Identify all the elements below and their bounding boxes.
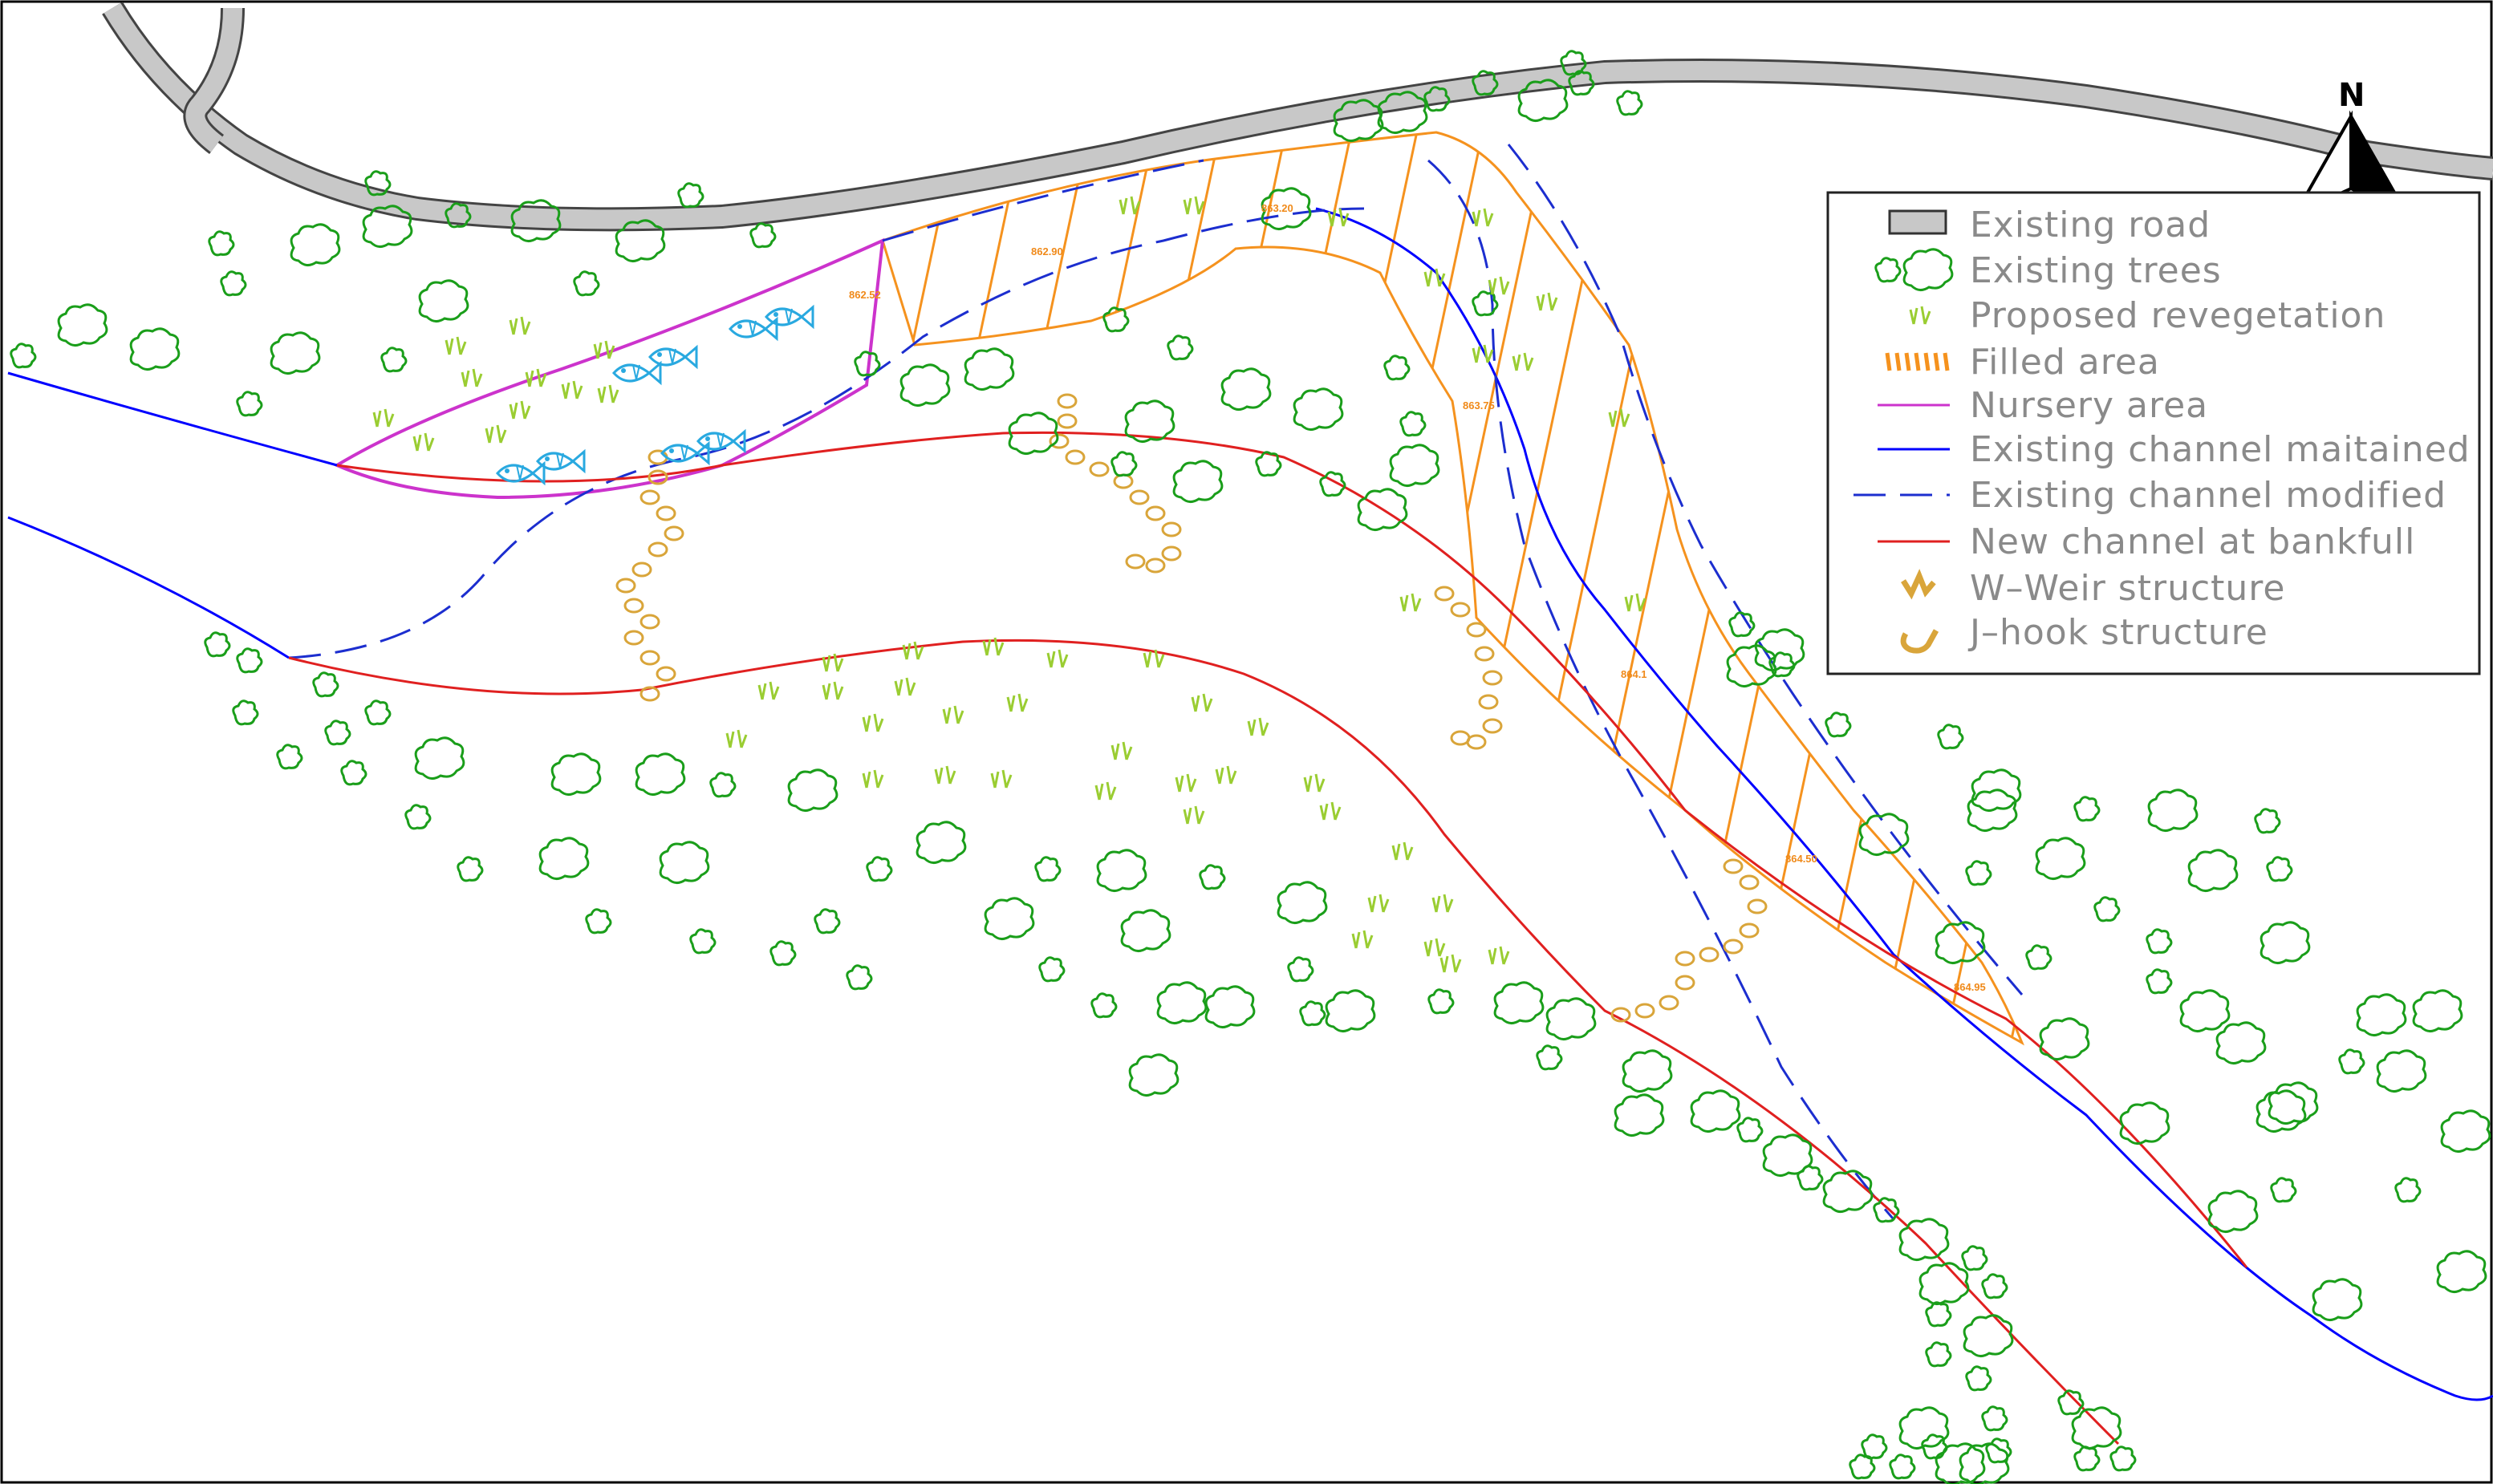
elevation-label: 864.50 bbox=[1785, 853, 1817, 865]
existing-road bbox=[102, 2, 2493, 232]
legend: Existing road Existing trees Proposed re… bbox=[1826, 191, 2481, 675]
filled-area bbox=[881, 131, 2024, 1046]
legend-label-jhook: J–hook structure bbox=[1967, 612, 2268, 653]
elevation-label: 862.90 bbox=[1031, 245, 1063, 257]
legend-label-wweir: W–Weir structure bbox=[1970, 568, 2285, 609]
legend-label-trees: Existing trees bbox=[1970, 250, 2222, 291]
legend-label-filled: Filled area bbox=[1970, 342, 2160, 383]
w-weir-swatch-icon bbox=[1901, 569, 1936, 600]
elevation-label: 864.1 bbox=[1621, 668, 1647, 680]
legend-label-nursery: Nursery area bbox=[1970, 385, 2208, 426]
elevation-label: 864.95 bbox=[1954, 981, 1986, 993]
road-swatch-icon bbox=[1888, 209, 1947, 235]
legend-label-modified: Existing channel modified bbox=[1970, 475, 2446, 516]
north-label: N bbox=[2338, 77, 2365, 114]
existing-channel-modified bbox=[288, 144, 2024, 1220]
existing-channel-maintained bbox=[7, 207, 2493, 1401]
elevation-label: 862.52 bbox=[849, 289, 881, 301]
nursery-area bbox=[333, 237, 885, 500]
legend-label-maintained: Existing channel maitained bbox=[1970, 429, 2471, 470]
elevation-labels: 862.52 862.90 863.20 863.75 864.1 864.50… bbox=[849, 202, 1986, 993]
filled-area-swatch-icon bbox=[1885, 352, 1950, 371]
elevation-label: 863.75 bbox=[1463, 399, 1495, 412]
legend-label-revegetation: Proposed revegetation bbox=[1970, 295, 2385, 336]
legend-label-road: Existing road bbox=[1970, 205, 2211, 245]
j-hook-swatch-icon bbox=[1900, 629, 1939, 654]
legend-label-bankfull: New channel at bankfull bbox=[1970, 521, 2415, 562]
elevation-label: 863.20 bbox=[1261, 202, 1293, 214]
legend-box bbox=[1826, 191, 2481, 675]
